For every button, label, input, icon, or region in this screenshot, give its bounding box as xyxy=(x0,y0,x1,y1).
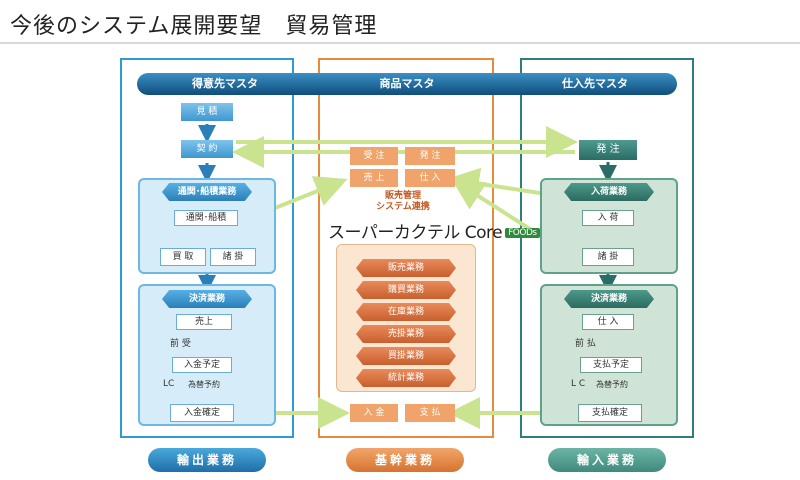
import-operations-label: 輸入業務 xyxy=(548,448,666,472)
master-bar xyxy=(137,73,677,95)
module-inventory: 在庫業務 xyxy=(356,303,456,321)
page-title: 今後のシステム展開要望 貿易管理 xyxy=(10,14,378,39)
product-master-label: 商品マスタ xyxy=(379,77,435,90)
purchase-box: 買 取 xyxy=(160,248,206,266)
receive-order-box: 受 注 xyxy=(350,147,398,165)
deposit-confirm-box: 入金確定 xyxy=(170,404,234,422)
module-procurement: 購買業務 xyxy=(356,281,456,299)
core-deposit-box: 入 金 xyxy=(350,404,398,422)
foods-badge: FOODs xyxy=(505,228,540,238)
import-discount-box: 諸 掛 xyxy=(582,248,634,266)
advance-label: 前 受 xyxy=(170,339,191,349)
module-receivables: 売掛業務 xyxy=(356,325,456,343)
customer-master-label: 得意先マスタ xyxy=(192,77,258,90)
export-lc-label: LC xyxy=(163,379,175,389)
import-order-box: 発 注 xyxy=(579,140,637,160)
customs-item: 通関･船積 xyxy=(174,210,238,226)
discount-box: 諸 掛 xyxy=(210,248,256,266)
export-settle-header: 決済業務 xyxy=(162,290,252,308)
module-payables: 買掛業務 xyxy=(356,347,456,365)
deposit-plan-box: 入金予定 xyxy=(172,357,232,373)
core-purchase-box: 仕 入 xyxy=(405,169,455,187)
place-order-box: 発 注 xyxy=(405,147,455,165)
core-operations-label: 基幹業務 xyxy=(346,448,464,472)
import-fx-label: 為替予約 xyxy=(596,380,628,389)
import-purchase-box: 仕 入 xyxy=(582,314,634,330)
pay-plan-box: 支払予定 xyxy=(580,357,642,373)
core-sales-box: 売 上 xyxy=(350,169,398,187)
module-sales: 販売業務 xyxy=(356,259,456,277)
title-divider xyxy=(0,42,800,44)
import-lc-label: L C xyxy=(571,379,586,389)
export-operations-label: 輸出業務 xyxy=(148,448,266,472)
arrival-group-header: 入荷業務 xyxy=(564,183,654,201)
core-payment-box: 支 払 xyxy=(405,404,455,422)
supplier-master-label: 仕入先マスタ xyxy=(562,77,628,90)
logo-text: スーパーカクテル Core xyxy=(328,223,503,243)
module-statistics: 統計業務 xyxy=(356,369,456,387)
arrival-box: 入 荷 xyxy=(582,210,634,226)
sales-system-link-label: 販売管理 システム連携 xyxy=(376,191,430,212)
pay-confirm-box: 支払確定 xyxy=(578,404,642,422)
export-sales-box: 売上 xyxy=(176,314,232,330)
prepay-label: 前 払 xyxy=(575,339,596,349)
export-fx-label: 為替予約 xyxy=(188,380,220,389)
estimate-box: 見 積 xyxy=(181,103,233,121)
contract-box: 契 約 xyxy=(181,140,233,158)
import-settle-header: 決済業務 xyxy=(564,290,654,308)
customs-group-header: 通関･船積業務 xyxy=(162,183,252,201)
